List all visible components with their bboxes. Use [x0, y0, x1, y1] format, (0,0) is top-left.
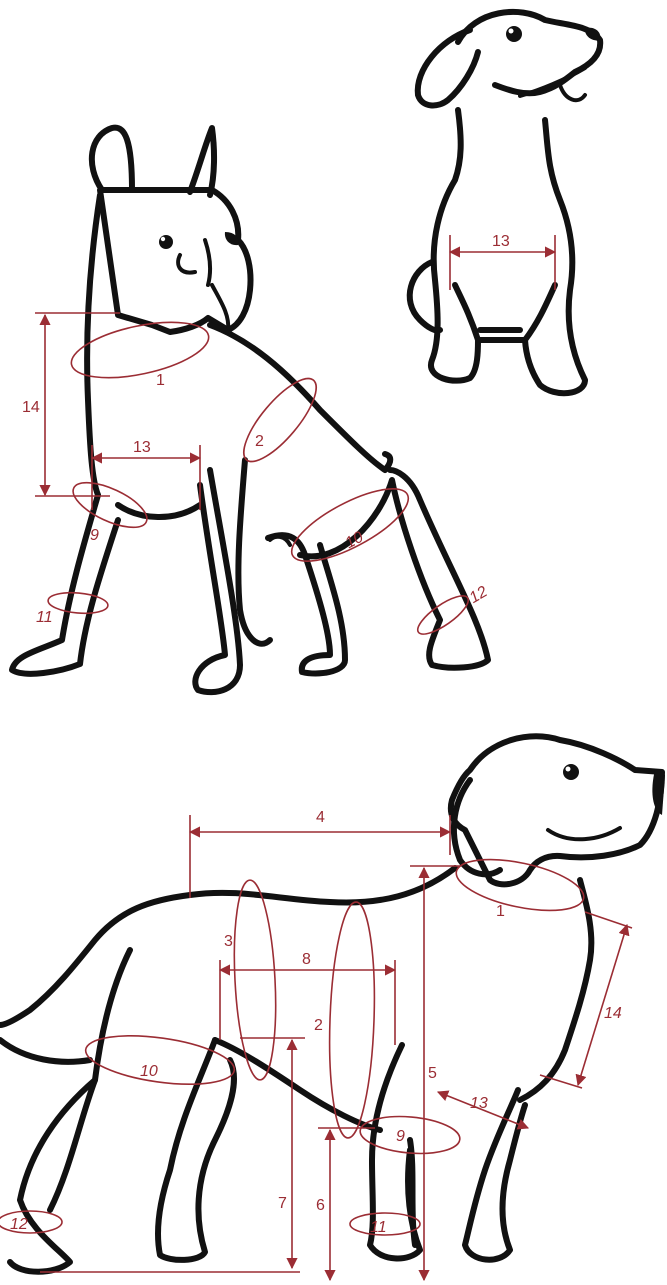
retriever-label-1: 1 — [496, 903, 505, 920]
boxer-rear-body — [238, 460, 270, 644]
retriever-label-10: 10 — [140, 1063, 158, 1080]
retriever-label-4: 4 — [316, 809, 325, 826]
retriever-eye-icon — [563, 764, 579, 780]
retriever-tail — [0, 1040, 90, 1062]
boxer-front-leg-ellipse — [67, 474, 153, 537]
boxer-front-wrist-ellipse — [47, 590, 109, 615]
retriever-label-3: 3 — [224, 933, 233, 950]
sitting-dog-ear — [418, 30, 478, 105]
retriever-label-11: 11 — [370, 1219, 387, 1236]
retriever-label-12: 12 — [10, 1216, 28, 1233]
boxer-right-ear — [190, 128, 214, 195]
boxer-label-11: 11 — [36, 609, 53, 626]
boxer-head — [100, 190, 251, 332]
boxer-left-ear — [92, 128, 132, 190]
retriever-hind-leg-front — [158, 1040, 234, 1260]
retriever-belly — [215, 1040, 380, 1130]
retriever-label-2: 2 — [314, 1017, 323, 1034]
sitting-dog-eye-icon — [506, 26, 522, 42]
sitting-dog-tongue — [560, 85, 585, 100]
boxer-label-2: 2 — [255, 433, 264, 450]
boxer-belly — [118, 505, 200, 517]
sitting-dog: 13 — [410, 12, 601, 393]
retriever-head — [451, 736, 662, 884]
boxer-front-right-leg — [195, 470, 240, 692]
sitting-dog-nose-icon — [585, 28, 600, 41]
retriever-nose-icon — [652, 770, 665, 815]
boxer-label-9: 9 — [90, 527, 99, 544]
retriever-label-7: 7 — [278, 1195, 287, 1212]
boxer-hind-thigh-ellipse — [282, 475, 417, 575]
boxer-dog: 14 13 1 2 9 10 11 12 — [12, 128, 491, 693]
boxer-label-1: 1 — [156, 372, 165, 389]
boxer-front-left-leg — [12, 495, 118, 674]
retriever-label-14: 14 — [604, 1005, 622, 1022]
retriever-dog: 4 5 8 7 6 14 13 1 3 2 — [0, 736, 665, 1280]
boxer-eye-icon — [159, 235, 173, 249]
retriever-mouth — [548, 828, 620, 839]
retriever-hind-leg-back — [10, 950, 130, 1272]
boxer-body-front — [87, 195, 100, 495]
boxer-label-13: 13 — [133, 439, 151, 456]
retriever-neck-ellipse — [452, 850, 588, 920]
retriever-chest — [520, 880, 591, 1100]
retriever-chest-ellipse — [326, 901, 378, 1138]
retriever-label-8: 8 — [302, 951, 311, 968]
retriever-label-6: 6 — [316, 1197, 325, 1214]
retriever-label-13: 13 — [470, 1095, 488, 1112]
sitting-dog-label-13: 13 — [492, 233, 510, 250]
boxer-body-back — [210, 325, 390, 470]
sitting-dog-mouth — [520, 68, 585, 96]
retriever-label-5: 5 — [428, 1065, 437, 1082]
retriever-label-9: 9 — [396, 1128, 405, 1145]
boxer-chest-ellipse — [233, 369, 327, 472]
boxer-label-14: 14 — [22, 399, 40, 416]
